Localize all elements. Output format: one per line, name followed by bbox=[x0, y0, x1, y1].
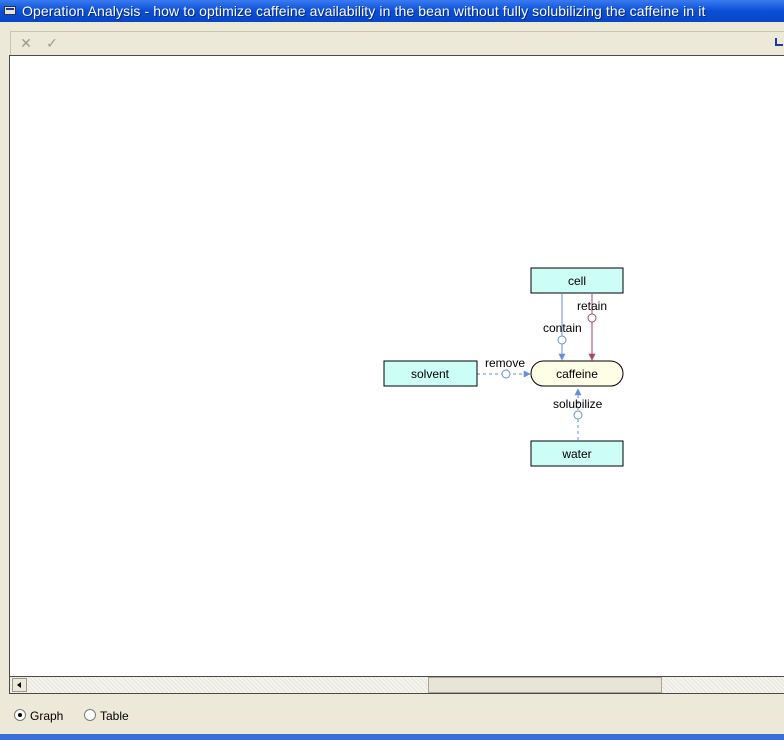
radio-table-label: Table bbox=[100, 709, 129, 723]
node-label-solvent: solvent bbox=[411, 367, 450, 381]
node-cell[interactable]: cell bbox=[530, 267, 624, 294]
radio-selected-dot bbox=[18, 713, 22, 717]
app-icon[interactable] bbox=[4, 6, 16, 15]
node-caffeine[interactable]: caffeine bbox=[530, 360, 624, 387]
edge-contain[interactable]: contain bbox=[543, 294, 582, 361]
graph-canvas[interactable]: contain retain remove solubilize cell bbox=[9, 55, 784, 677]
toolbar: ✕ ✓ bbox=[10, 31, 784, 55]
radio-table-circle[interactable] bbox=[84, 709, 96, 721]
radio-graph-label: Graph bbox=[30, 709, 64, 723]
edge-label-contain: contain bbox=[543, 321, 582, 335]
title-bar: Operation Analysis - how to optimize caf… bbox=[0, 0, 784, 22]
node-solvent[interactable]: solvent bbox=[383, 360, 478, 387]
edge-label-remove: remove bbox=[485, 356, 525, 370]
edge-remove[interactable]: remove bbox=[477, 356, 531, 379]
edge-label-solubilize: solubilize bbox=[553, 397, 603, 411]
window-title: Operation Analysis - how to optimize caf… bbox=[22, 3, 706, 19]
cancel-icon[interactable]: ✕ bbox=[20, 35, 32, 51]
taskbar-strip bbox=[0, 734, 784, 740]
node-label-water: water bbox=[561, 447, 591, 461]
function-graph: contain retain remove solubilize cell bbox=[383, 267, 624, 467]
scroll-left-arrow-icon[interactable] bbox=[12, 678, 27, 692]
node-water[interactable]: water bbox=[530, 440, 624, 467]
radio-graph-circle[interactable] bbox=[14, 709, 26, 721]
check-icon[interactable]: ✓ bbox=[46, 35, 58, 51]
edge-label-retain: retain bbox=[577, 299, 607, 313]
node-label-cell: cell bbox=[568, 274, 586, 288]
horizontal-scrollbar[interactable] bbox=[9, 677, 784, 694]
collapse-corner-icon[interactable] bbox=[775, 38, 783, 46]
node-label-caffeine: caffeine bbox=[556, 367, 598, 381]
scroll-thumb[interactable] bbox=[428, 677, 662, 693]
edge-solubilize[interactable]: solubilize bbox=[553, 388, 603, 440]
edge-retain[interactable]: retain bbox=[577, 294, 607, 361]
